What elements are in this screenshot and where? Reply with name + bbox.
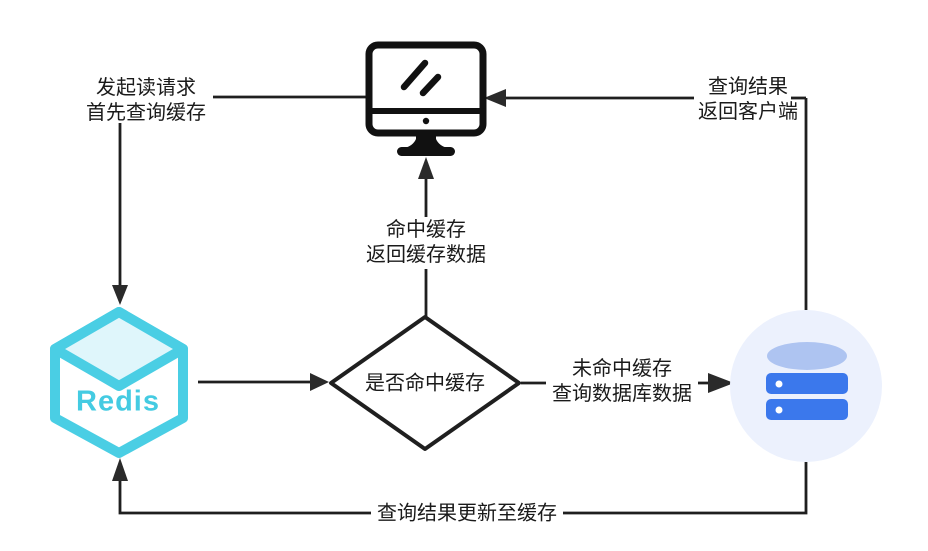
label-read-request-line1: 发起读请求 (96, 77, 196, 99)
label-read-request-line2: 首先查询缓存 (86, 102, 206, 124)
label-query-result-return-line1: 查询结果 (708, 76, 788, 98)
monitor-camera-dot (422, 117, 430, 125)
monitor-stand-neck (404, 135, 448, 148)
database-cylinder-band-1 (766, 373, 848, 394)
label-cache-miss-line2: 查询数据库数据 (552, 383, 692, 405)
label-cache-miss: 未命中缓存 查询数据库数据 (546, 356, 698, 408)
label-update-cache-text: 查询结果更新至缓存 (377, 502, 557, 525)
arrowhead-into-client-bottom-icon (418, 157, 434, 179)
arrowhead-into-client-right-icon (484, 89, 506, 107)
label-update-cache: 查询结果更新至缓存 (371, 500, 563, 528)
database-cylinder-band-2 (766, 399, 848, 420)
database-band-dot-1 (775, 380, 783, 388)
label-query-result-return: 查询结果 返回客户端 (698, 75, 798, 125)
arrowheads (112, 89, 734, 481)
arrowhead-into-redis-bottom-icon (112, 458, 128, 481)
label-cache-hit-line2: 返回缓存数据 (366, 244, 486, 266)
redis-cube-top-face (50, 307, 188, 391)
monitor-screen-glare-2 (419, 73, 442, 97)
monitor-stand-base (397, 147, 455, 156)
arrowhead-into-decision-icon (310, 373, 329, 391)
database-band-dot-2 (775, 406, 783, 414)
redis-cube-icon (50, 307, 188, 458)
decision-label: 是否命中缓存 (365, 372, 485, 397)
label-cache-miss-line1: 未命中缓存 (572, 358, 672, 380)
redis-wordmark: Redis (76, 385, 160, 418)
database-icon (730, 310, 882, 462)
decision-label-text: 是否命中缓存 (365, 372, 485, 395)
monitor-icon (365, 41, 487, 156)
label-query-result-return-line2: 返回客户端 (698, 101, 798, 123)
label-cache-hit: 命中缓存 返回缓存数据 (360, 217, 492, 269)
edge-lines (118, 95, 808, 515)
label-cache-hit-line1: 命中缓存 (386, 219, 466, 241)
arrowhead-into-database-icon (708, 373, 734, 393)
monitor-screen-glare-1 (400, 59, 429, 91)
database-cylinder-top (767, 342, 847, 370)
decision-diamond (329, 315, 521, 451)
arrowhead-into-redis-top-icon (112, 285, 128, 305)
label-read-request: 发起读请求 首先查询缓存 (86, 76, 206, 126)
